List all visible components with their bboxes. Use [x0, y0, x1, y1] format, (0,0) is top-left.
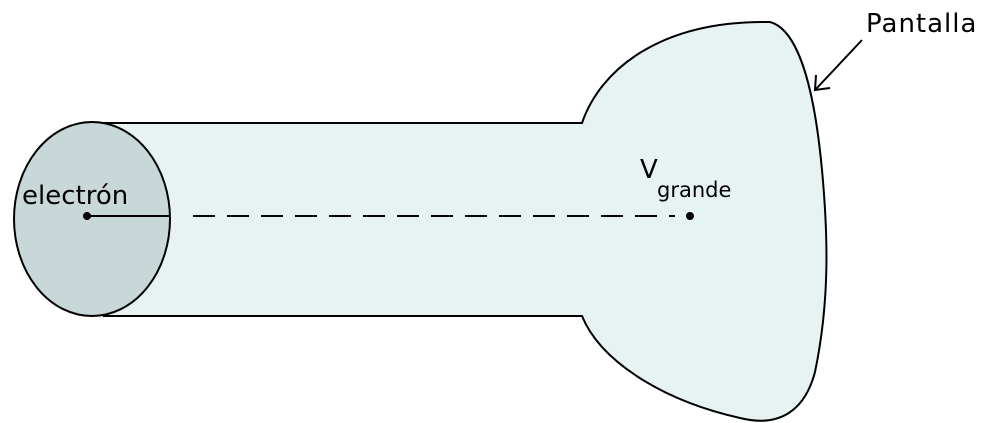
- cathode-disc: [13, 121, 171, 317]
- screen-label: Pantalla: [866, 9, 977, 39]
- screen-pointer-line: [815, 39, 863, 90]
- voltage-label: V: [640, 155, 658, 185]
- screen-pointer-arrowhead: [813, 74, 831, 92]
- tube-body: [103, 20, 828, 422]
- electron-dot: [83, 212, 91, 220]
- voltage-point: [686, 212, 694, 220]
- electron-label: electrón: [22, 181, 128, 211]
- voltage-subscript: grande: [657, 178, 731, 202]
